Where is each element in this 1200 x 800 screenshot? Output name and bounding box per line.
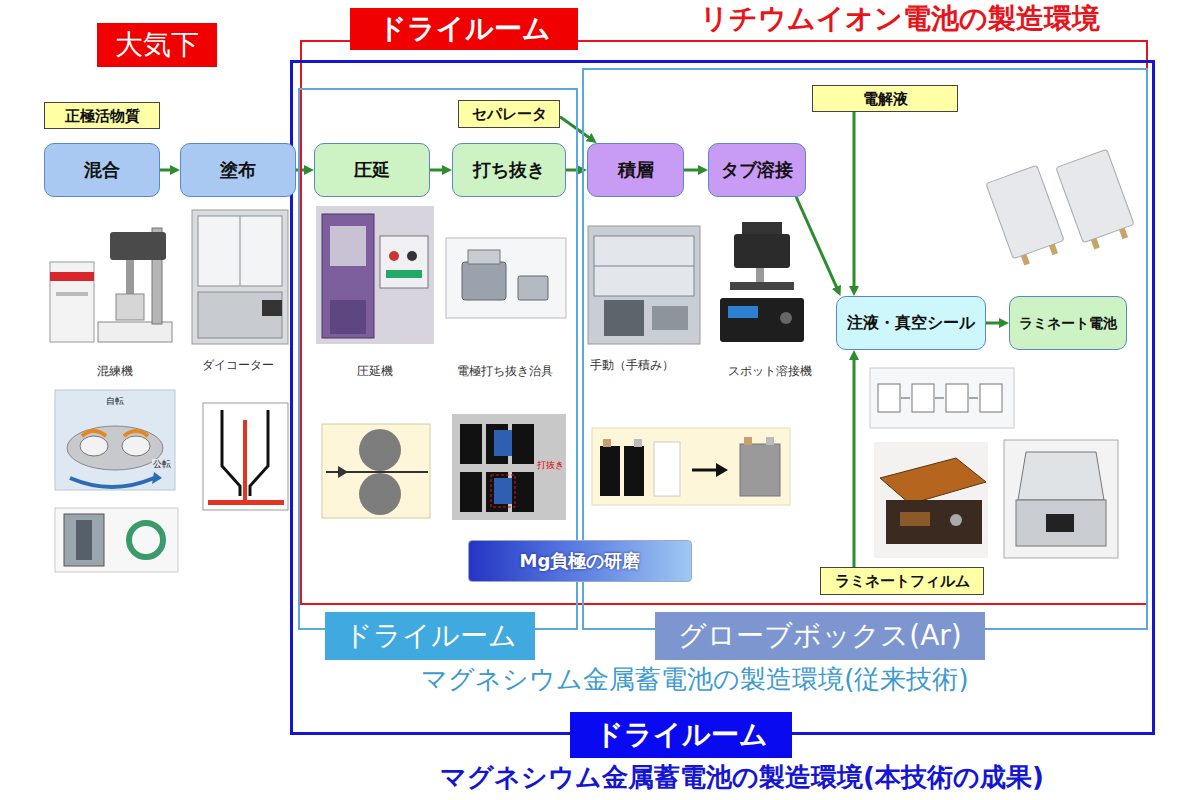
vacuum-sealer-photo (1004, 440, 1118, 558)
die-schematic (203, 403, 288, 510)
picture-caption: 電極打ち抜き治具 (457, 364, 553, 378)
roll-press-photo (316, 206, 434, 344)
box-label: 圧延 (354, 159, 390, 181)
box-label: 塗布 (220, 159, 256, 181)
process-box: 注液・真空シール (836, 296, 986, 350)
picture-caption: スポット溶接機 (728, 364, 812, 378)
box-label: 正極活物質 (65, 107, 140, 125)
region-badge: ドライルーム (325, 612, 535, 660)
stacking-schematic (592, 428, 790, 505)
flow-arrow (986, 322, 1005, 325)
box-label: ラミネート電池 (1019, 315, 1117, 332)
box-label: 大気下 (115, 28, 199, 62)
box-label: ラミネートフィルム (835, 572, 970, 590)
region-heading: マグネシウム金属蓄電池の製造環境(本技術の成果) (440, 762, 1044, 793)
punching-jig-photo (446, 238, 566, 318)
flow-arrow (853, 354, 856, 567)
picture-caption: 自転 (105, 396, 125, 407)
material-box: セパレータ (458, 100, 560, 128)
region-badge: ドライルーム (570, 712, 792, 758)
box-label: Mg負極の研磨 (520, 550, 641, 572)
die-coater-photo (192, 210, 288, 344)
process-box: タブ溶接 (708, 143, 806, 197)
picture-caption: 手動（手積み） (590, 358, 674, 372)
box-label: 積層 (618, 159, 654, 181)
mixer-unit-sketch (55, 508, 178, 572)
process-box: Mg負極の研磨 (468, 540, 692, 582)
region-heading: リチウムイオン電池の製造環境 (700, 2, 1100, 36)
stacking-photo (588, 226, 700, 344)
spot-welder-photo (720, 222, 804, 342)
pouch-cell-picture (986, 149, 1138, 268)
picture-caption: ダイコーター (202, 358, 274, 372)
flow-arrow (566, 169, 583, 172)
flow-arrow (160, 169, 176, 172)
box-label: タブ溶接 (721, 159, 793, 181)
impulse-sealer-photo (874, 442, 988, 558)
process-box: 圧延 (314, 143, 430, 197)
box-label: 注液・真空シール (847, 313, 975, 332)
picture-caption: 公転 (152, 459, 172, 470)
process-box: 積層 (587, 143, 684, 197)
process-box: 打ち抜き (452, 143, 566, 197)
process-box: 混合 (44, 143, 160, 197)
mixer-schematic (55, 390, 175, 490)
region-badge: ドライルーム (350, 8, 578, 50)
box-label: 電解液 (863, 90, 908, 108)
process-box: 塗布 (180, 143, 296, 197)
flow-arrow (853, 112, 856, 292)
punching-schematic (452, 414, 566, 520)
mixer-photo (50, 228, 172, 342)
box-label: セパレータ (472, 105, 547, 123)
region-badge: グローブボックス(Ar) (655, 612, 985, 660)
box-label: 混合 (84, 159, 120, 181)
sealing-flow-sketch (870, 368, 1014, 428)
environment-caption: マグネシウム金属蓄電池の製造環境(従来技術) (421, 664, 968, 695)
material-box: 正極活物質 (44, 102, 160, 129)
process-box: ラミネート電池 (1009, 296, 1127, 350)
material-box: ラミネートフィルム (820, 567, 984, 595)
flow-arrow (684, 169, 704, 172)
picture-caption: 混練機 (97, 364, 133, 378)
process-box: 大気下 (97, 23, 217, 67)
box-label: 打ち抜き (473, 159, 545, 181)
picture-caption: 打抜き (536, 460, 565, 471)
picture-caption: 圧延機 (357, 364, 393, 378)
flow-arrow (430, 169, 448, 172)
roll-schematic (322, 424, 430, 518)
environment-region: ドライルームマグネシウム金属蓄電池の製造環境(本技術の成果)ドライルーム圧延セパ… (290, 60, 1155, 735)
flow-arrow (796, 197, 839, 292)
material-box: 電解液 (812, 85, 958, 112)
